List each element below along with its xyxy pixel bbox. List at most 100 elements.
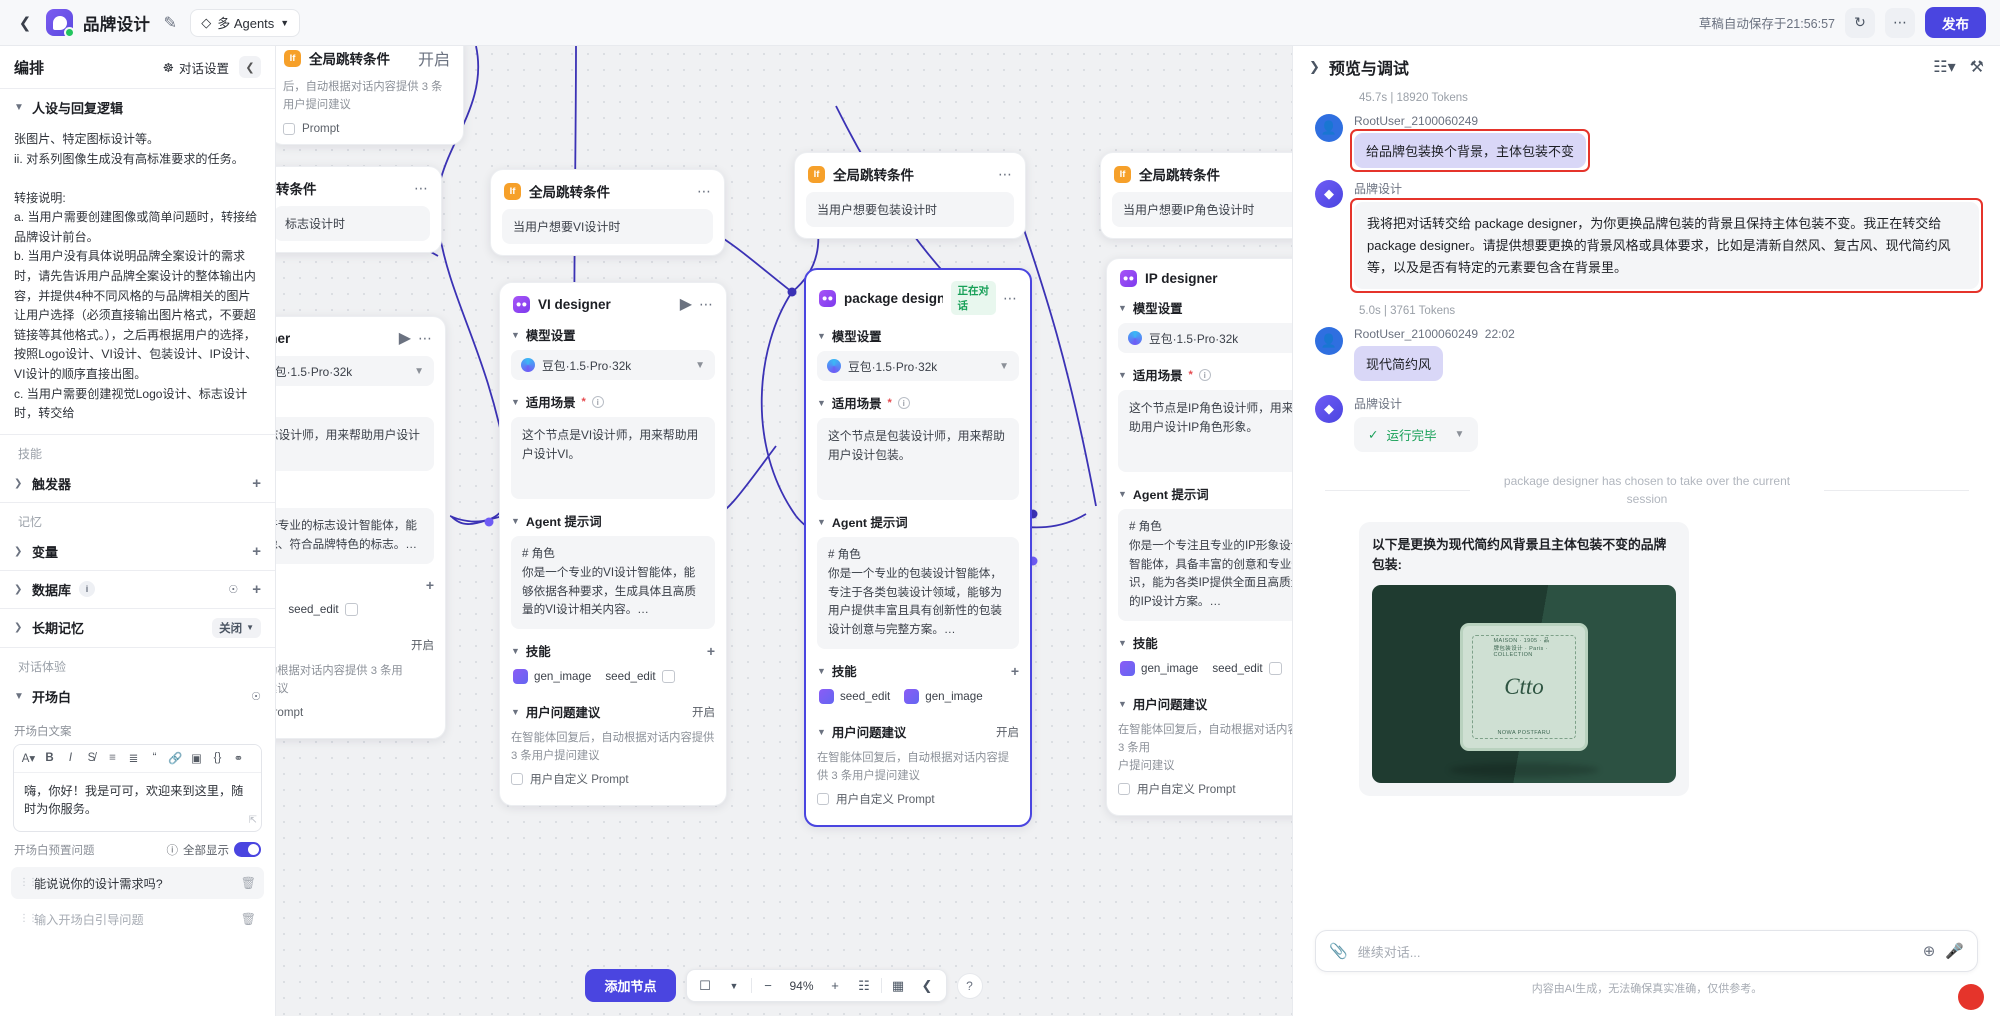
longterm-state-select[interactable]: 关闭 ▼ (212, 617, 261, 638)
checkbox[interactable] (1118, 783, 1130, 796)
node-cond-vi[interactable]: If 全局跳转条件 ⋯ 当用户想要VI设计时 (490, 169, 725, 256)
node-cond-pkg[interactable]: If 全局跳转条件 ⋯ 当用户想要包装设计时 (794, 152, 1026, 239)
scene-text[interactable]: 这个节点是IP角色设计师，用来帮助用户设计IP角色形象。 (1118, 390, 1292, 472)
wrench-icon[interactable]: ⚒ (1969, 59, 1984, 76)
preset-question-placeholder[interactable]: ⋮⋮ 输入开场白引导问题 🗑 (11, 902, 264, 935)
run-icon[interactable]: ▶ (679, 296, 692, 313)
checkbox[interactable] (283, 122, 295, 135)
bold-icon[interactable]: B (45, 752, 54, 765)
scene-text[interactable]: 这个节点是包装设计师，用来帮助用户设计包装。 (817, 418, 1019, 500)
collapse-panel-button[interactable]: ❮ (239, 56, 261, 78)
section-opening[interactable]: ▼ 开场白 ☉ (0, 678, 275, 715)
prompt-text[interactable]: # 角色 你是一个专业的VI设计智能体，能够依据各种要求，生成具体且高质量的VI… (511, 536, 715, 630)
agents-selector[interactable]: ◇ 多 Agents ▼ (190, 8, 301, 37)
more-icon[interactable]: ⋯ (697, 183, 711, 199)
more-icon[interactable]: ⋯ (998, 166, 1012, 182)
zoom-in-button[interactable]: + (831, 978, 839, 993)
section-persona[interactable]: ▼ 人设与回复逻辑 (0, 89, 275, 126)
chat-settings-button[interactable]: ☸ 对话设置 (163, 58, 229, 77)
model-select[interactable]: 豆包·1.5·Pro·32k ▼ (817, 351, 1019, 381)
add-variable-icon[interactable]: + (252, 542, 261, 560)
note-icon[interactable]: ☷▾ (1933, 59, 1956, 76)
add-skill-icon[interactable]: + (1010, 662, 1019, 679)
resize-handle-icon[interactable]: ⇱ (248, 814, 257, 826)
drag-handle-icon[interactable]: ⋮⋮ (19, 912, 38, 924)
plus-circle-icon[interactable]: ⊕ (1922, 943, 1936, 960)
run-status[interactable]: ✓ 运行完毕 ▼ (1354, 417, 1479, 453)
node-agent-package[interactable]: ●● package designer 正在对话 ⋯ ▼模型设置 豆包·1.5·… (804, 268, 1032, 828)
opening-editor[interactable]: A▾ B I S̸ ≡ ≣ “ 🔗 ▣ {} ⚭ 嗨，你好！我是可可，欢迎来到这… (13, 743, 262, 832)
node-cond-top-left[interactable]: If 全局跳转条件 开启 后，自动根据对话内容提供 3 条用户提问建议 Prom… (276, 46, 464, 146)
zoom-out-button[interactable]: − (764, 978, 772, 993)
checkbox[interactable] (511, 773, 523, 786)
add-skill-icon[interactable]: + (706, 643, 715, 660)
node-cond-ip[interactable]: If 全局跳转条件 当用户想要IP角色设计时 (1100, 152, 1292, 239)
flow-canvas[interactable]: If 全局跳转条件 开启 后，自动根据对话内容提供 3 条用户提问建议 Prom… (276, 46, 1292, 1016)
collapse-button[interactable]: ❮ (921, 977, 933, 993)
history-icon[interactable]: ↻ (1845, 7, 1875, 38)
prompt-text[interactable]: 专注于专业的标志设计智能体，能 种图像、符合品牌特色的标志。… (276, 508, 434, 564)
show-all-toggle[interactable] (234, 842, 261, 858)
node-agent-logo[interactable]: designer ▶ ⋯ 豆包·1.5·Pro·32k ▼ ▼ i 是标志设计 (276, 316, 446, 739)
more-icon[interactable]: ⋯ (418, 330, 432, 346)
add-trigger-icon[interactable]: + (252, 474, 261, 492)
prompt-text[interactable]: # 角色 你是一个专业的包装设计智能体，专注于各类包装设计领域，能够为用户提供丰… (817, 537, 1019, 649)
section-longterm-memory[interactable]: ❯ 长期记忆 关闭 ▼ (0, 609, 275, 647)
more-icon[interactable]: ⋯ (1003, 290, 1017, 306)
floating-action-button[interactable] (1958, 984, 1984, 1010)
more-icon[interactable]: ⋯ (699, 296, 713, 312)
more-icon[interactable]: ⋯ (414, 180, 428, 196)
opening-info-icon[interactable]: ☉ (251, 690, 261, 703)
checkbox[interactable] (817, 793, 829, 806)
generated-image[interactable]: MAISON · 1905 · 品牌包装设计 · Paris · COLLECT… (1372, 585, 1676, 784)
node-cond-left[interactable]: 转条件 ⋯ 标志设计时 (276, 166, 442, 253)
model-select[interactable]: 豆包·1.5·Pro·32k (1118, 323, 1292, 353)
link-icon[interactable]: 🔗 (168, 753, 183, 766)
delete-icon[interactable]: 🗑 (240, 911, 256, 926)
expand-panel-icon[interactable]: ❯ (1309, 59, 1320, 74)
screen-icon[interactable]: ☐ (699, 977, 711, 993)
layout-button[interactable]: ▦ (891, 977, 905, 993)
image-icon[interactable]: ▣ (191, 753, 202, 766)
scene-text[interactable]: 这个节点是VI设计师，用来帮助用户设计VI。 (511, 417, 715, 499)
bullet-list-icon[interactable]: ≡ (109, 752, 116, 765)
delete-icon[interactable]: 🗑 (240, 875, 256, 890)
italic-icon[interactable]: I (68, 752, 73, 765)
ordered-list-icon[interactable]: ≣ (128, 753, 139, 766)
chat-scroll-area[interactable]: 45.7s | 18920 Tokens 👤 RootUser_21000602… (1293, 88, 2000, 960)
edit-icon[interactable]: ✎ (163, 14, 177, 32)
node-agent-ip[interactable]: ●● IP designer ▼模型设置 豆包·1.5·Pro·32k ▼ 适用… (1106, 258, 1292, 817)
section-trigger[interactable]: ❯ 触发器 + (0, 465, 275, 502)
quote-icon[interactable]: “ (152, 752, 157, 765)
chevron-down-icon[interactable]: ▼ (1454, 429, 1465, 441)
database-user-icon[interactable]: ☉ (228, 583, 239, 596)
add-skill-icon[interactable]: + (425, 576, 434, 593)
section-variable[interactable]: ❯ 变量 + (0, 533, 275, 570)
font-size-icon[interactable]: A▾ (21, 753, 36, 766)
scene-text[interactable]: 是标志设计师，用来帮助用户设计 (276, 417, 434, 471)
chat-composer[interactable]: 📎 继续对话... ⊕ 🎤 (1315, 930, 1978, 972)
drag-handle-icon[interactable]: ⋮⋮ (19, 876, 38, 888)
model-select[interactable]: 豆包·1.5·Pro·32k ▼ (276, 356, 434, 386)
chat-input[interactable]: 继续对话... (1357, 944, 1421, 960)
prompt-text[interactable]: # 角色 你是一个专注且专业的IP形象设计智能体，具备丰富的创意和专业知识，能为… (1118, 509, 1292, 621)
variable-icon[interactable]: ⚭ (233, 753, 244, 766)
back-icon[interactable]: ❮ (18, 14, 32, 32)
fit-view-button[interactable]: ☷ (858, 977, 870, 993)
node-switch-label[interactable]: 开启 (411, 639, 434, 652)
publish-button[interactable]: 发布 (1925, 7, 1986, 38)
add-node-button[interactable]: 添加节点 (585, 969, 676, 1002)
more-icon[interactable]: ⋯ (1885, 7, 1915, 38)
node-switch-label[interactable]: 开启 (996, 726, 1019, 739)
model-select[interactable]: 豆包·1.5·Pro·32k ▼ (511, 350, 715, 380)
opening-text[interactable]: 嗨，你好！我是可可，欢迎来到这里，随时为你服务。 ⇱ (24, 783, 257, 826)
strikethrough-icon[interactable]: S̸ (87, 752, 96, 765)
add-database-icon[interactable]: + (252, 580, 261, 598)
node-switch-label[interactable]: 开启 (692, 707, 715, 720)
help-icon[interactable]: ? (956, 972, 983, 999)
run-icon[interactable]: ▶ (398, 330, 411, 347)
section-database[interactable]: ❯ 数据库 i ☉ + (0, 571, 275, 608)
node-switch-label[interactable]: 开启 (417, 52, 450, 69)
preset-question-item[interactable]: ⋮⋮ 能说说你的设计需求吗? 🗑 (11, 866, 264, 899)
attachment-icon[interactable]: 📎 (1329, 943, 1348, 960)
